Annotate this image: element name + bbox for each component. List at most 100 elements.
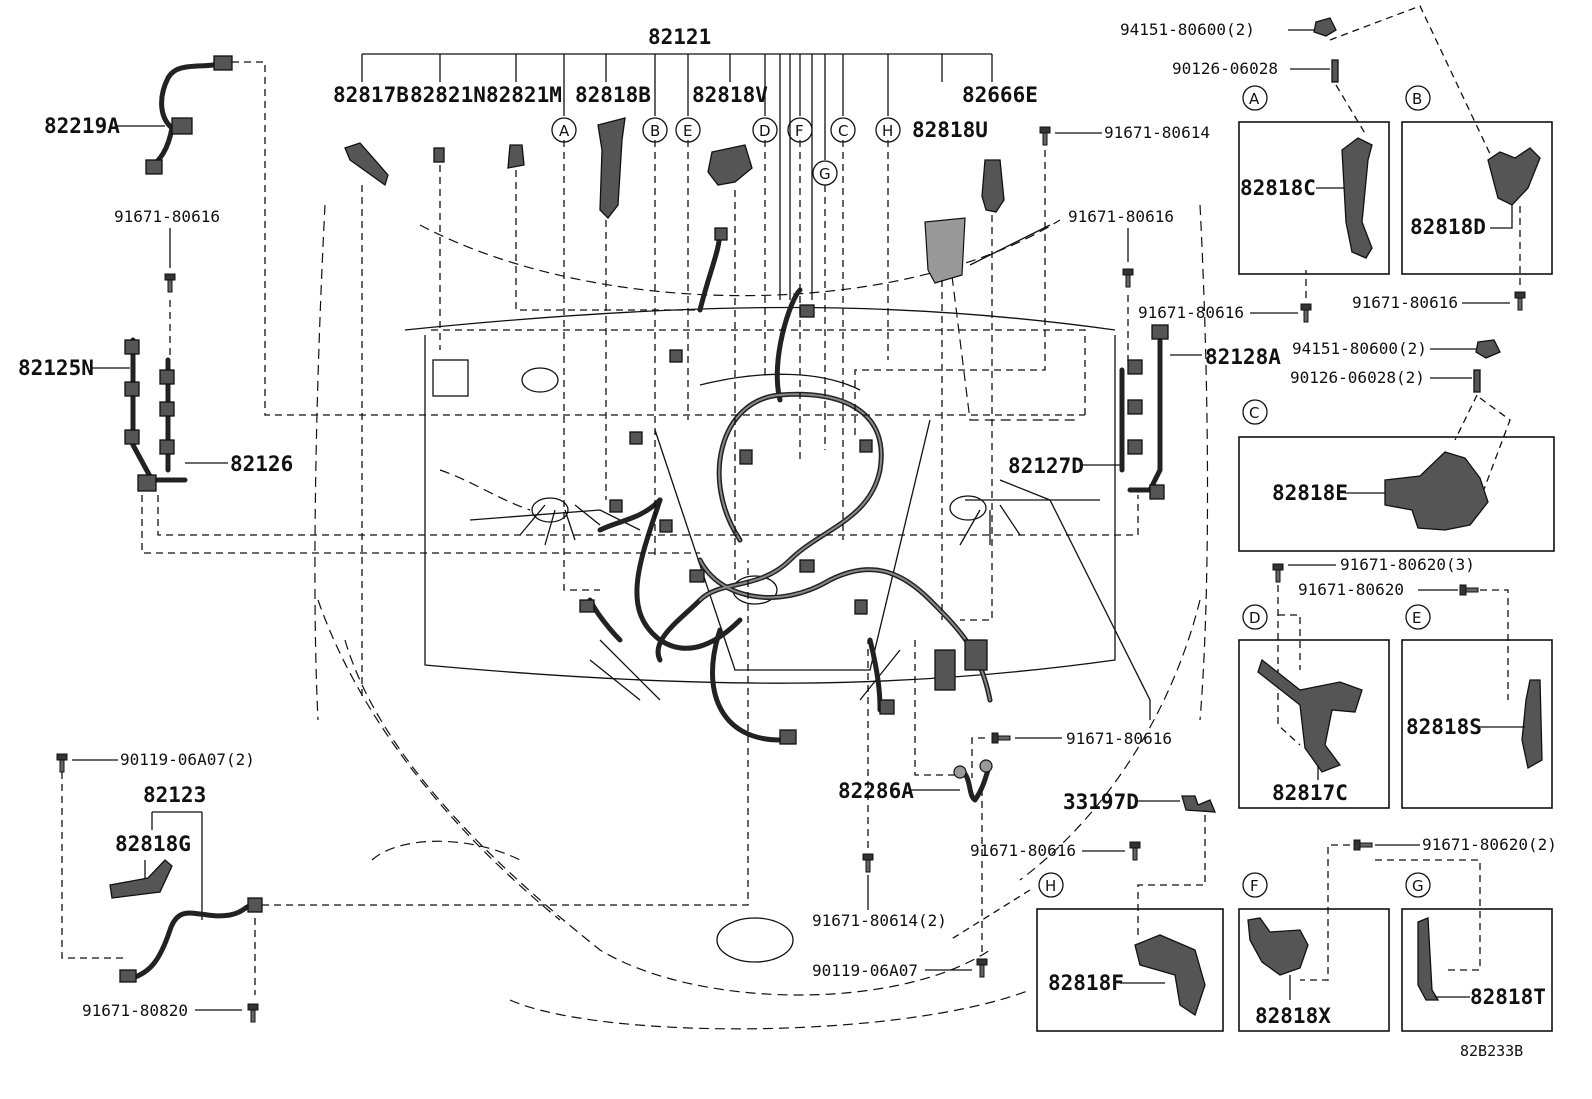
detail-panel-F: F 82818X — [1238, 872, 1390, 1032]
screw-90119-06A07-2-label: 90119-06A07(2) — [120, 750, 255, 769]
part-82123-label: 82123 — [143, 783, 206, 807]
part-82817B-shape — [344, 142, 389, 187]
bolt-icon — [164, 273, 176, 293]
part-82821M-label: 82821M — [486, 83, 562, 107]
part-82817C-shape — [1257, 658, 1363, 773]
center-right-parts: 91671-80614 91671-80616 82128A 82127D 91… — [430, 123, 1281, 980]
screw-91671-80620-E-label: 91671-80620 — [1298, 580, 1404, 599]
stud-icon — [1331, 59, 1339, 83]
detail-panel-B: B 82818D — [1401, 85, 1553, 275]
screw-91671-80616-left-label: 91671-80616 — [114, 207, 220, 226]
part-82818S-shape — [1521, 679, 1543, 770]
screw-90126-06028-top-label: 90126-06028 — [1172, 59, 1278, 78]
svg-text:G: G — [819, 165, 831, 183]
vehicle-outline — [314, 204, 1209, 1030]
bolt-icon — [1272, 563, 1284, 583]
part-33197D-shape — [1181, 795, 1217, 813]
part-82817B-label: 82817B — [333, 83, 409, 107]
screw-91671-80620-3-label: 91671-80620(3) — [1340, 555, 1475, 574]
detail-panel-C: C 82818E — [1238, 399, 1555, 552]
screw-91671-80614-2-label: 91671-80614(2) — [812, 911, 947, 930]
part-82818T-shape — [1417, 917, 1440, 1001]
part-82818V-shape — [707, 144, 753, 186]
part-82219A-label: 82219A — [44, 114, 120, 138]
svg-text:A: A — [1249, 90, 1260, 108]
screw-94151-80600-C-label: 94151-80600(2) — [1292, 339, 1427, 358]
screw-91671-80616-B-label: 91671-80616 — [1352, 293, 1458, 312]
top-parts-group: 82121 82817B 82821N 82821M 82818B 82818V… — [333, 25, 1038, 700]
screw-91671-80620-2-label: 91671-80620(2) — [1422, 835, 1557, 854]
part-82818X-shape — [1247, 917, 1309, 976]
part-33197D-label: 33197D — [1063, 790, 1139, 814]
detail-panel-E: E 82818S — [1401, 604, 1553, 809]
screw-91671-80616-H-label: 91671-80616 — [970, 841, 1076, 860]
part-82821N-shape — [433, 147, 445, 163]
svg-text:F: F — [1250, 877, 1259, 895]
svg-text:D: D — [759, 122, 771, 140]
svg-text:E: E — [1412, 609, 1421, 627]
bolt-icon — [1122, 268, 1134, 288]
bolt-icon — [862, 853, 874, 873]
screw-91671-80614-label: 91671-80614 — [1104, 123, 1210, 142]
screw-94151-80600-top-label: 94151-80600(2) — [1120, 20, 1255, 39]
svg-text:E: E — [683, 122, 692, 140]
engine-bay-callouts: A B E D F C G H — [551, 117, 901, 186]
part-82818D-label: 82818D — [1410, 215, 1486, 239]
screw-91671-80820-label: 91671-80820 — [82, 1001, 188, 1020]
svg-text:G: G — [1412, 877, 1424, 895]
part-82818B-shape — [597, 117, 626, 219]
part-82666E-shape — [981, 159, 1005, 213]
part-82818E-label: 82818E — [1272, 481, 1348, 505]
bolt-icon — [1300, 303, 1312, 323]
part-82286A-label: 82286A — [838, 779, 914, 803]
part-82123-shape — [122, 902, 258, 983]
left-parts-group: 82219A 91671-80616 82125N 82126 90119-06… — [18, 55, 1139, 1023]
svg-text:D: D — [1249, 609, 1261, 627]
svg-text:A: A — [559, 122, 570, 140]
part-82818E-shape — [1384, 451, 1489, 531]
part-82818G-label: 82818G — [115, 832, 191, 856]
part-82127D-label: 82127D — [1008, 454, 1084, 478]
part-82818G-shape — [109, 859, 173, 899]
part-82128A-label: 82128A — [1205, 345, 1281, 369]
screw-91671-80616-mid-label: 91671-80616 — [1066, 729, 1172, 748]
part-82128A-shape — [1127, 327, 1163, 493]
detail-panel-G: G 82818T — [1401, 872, 1553, 1032]
bolt-icon — [991, 732, 1011, 744]
part-82666E-label: 82666E — [962, 83, 1038, 107]
diagram-code: 82B233B — [1460, 1042, 1523, 1060]
part-82821M-shape — [507, 144, 525, 169]
svg-text:H: H — [1045, 877, 1056, 895]
bolt-icon — [56, 753, 68, 773]
svg-text:C: C — [1249, 404, 1259, 422]
part-82121-label: 82121 — [648, 25, 711, 49]
part-82818T-label: 82818T — [1470, 985, 1546, 1009]
bolt-icon — [1459, 584, 1479, 596]
part-82219A-shape — [147, 59, 229, 171]
right-upper-screws: 94151-80600(2) 90126-06028 91671-80616 9… — [1120, 5, 1557, 981]
bolt-icon — [247, 1003, 259, 1023]
main-harness-82121 — [579, 227, 993, 745]
svg-text:C: C — [838, 122, 848, 140]
stud-icon — [1473, 369, 1481, 393]
part-82821N-label: 82821N — [410, 83, 486, 107]
part-82125N-shape — [130, 337, 188, 483]
svg-text:F: F — [795, 122, 804, 140]
part-82818F-label: 82818F — [1048, 971, 1124, 995]
svg-text:H: H — [882, 122, 893, 140]
svg-text:B: B — [1412, 90, 1422, 108]
part-82286A-shape — [959, 767, 991, 803]
nut-icon — [1475, 339, 1501, 359]
part-82818D-shape — [1487, 147, 1541, 206]
part-82125N-label: 82125N — [18, 356, 94, 380]
part-82818U-label: 82818U — [912, 118, 988, 142]
part-82818S-label: 82818S — [1406, 715, 1482, 739]
screw-90126-06028-C-label: 90126-06028(2) — [1290, 368, 1425, 387]
detail-panel-D: D 82817C — [1238, 604, 1390, 809]
part-82818C-shape — [1341, 137, 1373, 259]
part-82818U-shape — [924, 217, 966, 284]
part-82818V-label: 82818V — [692, 83, 768, 107]
bolt-icon — [976, 958, 988, 978]
screw-90119-06A07-label: 90119-06A07 — [812, 961, 918, 980]
